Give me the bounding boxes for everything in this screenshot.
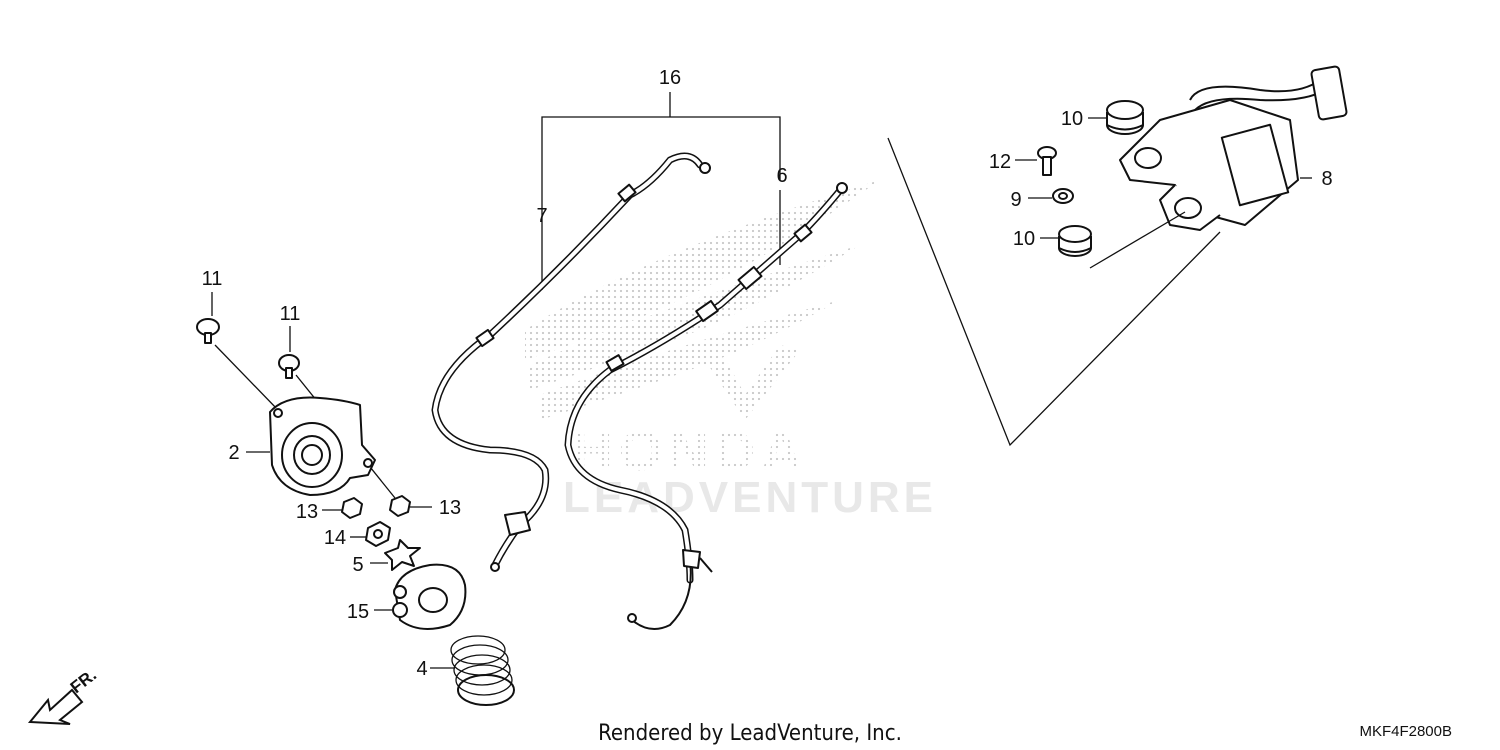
callout-7: 7: [536, 205, 547, 227]
callout-2: 2: [228, 442, 239, 464]
throttle-cable-7: [431, 152, 711, 572]
callout-10a: 10: [1061, 108, 1083, 130]
pulley-cover-2: [269, 396, 376, 496]
nut-13a: [341, 497, 363, 519]
callout-11a: 11: [202, 268, 223, 290]
diagram-code: MKF4F2800B: [1359, 723, 1452, 740]
callout-11b: 11: [280, 303, 301, 325]
grommet-10b: [1058, 225, 1092, 257]
callout-16: 16: [659, 67, 681, 89]
callout-5: 5: [352, 554, 363, 576]
callout-8: 8: [1321, 168, 1332, 190]
leader-11a-to-2: [214, 344, 279, 411]
bolt-11b: [278, 354, 300, 379]
leader-6-to-8: [887, 137, 1221, 447]
lock-washer-5: [384, 539, 421, 571]
callout-6: 6: [776, 165, 787, 187]
bolt-11a: [196, 318, 220, 344]
throttle-actuator-8: [1119, 65, 1348, 231]
callout-13b: 13: [439, 497, 461, 519]
watermark-brand: HONDA: [572, 419, 807, 482]
nut-13b: [389, 495, 411, 517]
bolt-12: [1037, 146, 1057, 176]
render-credit: Rendered by LeadVenture, Inc.: [598, 721, 902, 746]
nut-14: [365, 521, 391, 547]
watermark-vendor: LEADVENTURE: [563, 473, 937, 522]
callout-15: 15: [347, 601, 369, 623]
grommet-10a: [1106, 100, 1144, 135]
callout-13a: 13: [296, 501, 318, 523]
assembly-bracket: [541, 116, 781, 232]
honda-wing-watermark: HONDA LEADVENTURE: [525, 180, 937, 522]
leader-grommet-to-8: [1089, 211, 1186, 269]
pulley-15: [392, 563, 467, 630]
return-spring-4: [450, 635, 515, 706]
throttle-cable-6: [564, 182, 848, 630]
callout-9: 9: [1010, 189, 1021, 211]
callout-10b: 10: [1013, 228, 1035, 250]
callout-12: 12: [989, 151, 1011, 173]
front-direction-arrow: FR.: [27, 665, 100, 725]
callout-4: 4: [416, 658, 427, 680]
washer-9: [1052, 188, 1074, 204]
callout-14: 14: [324, 527, 346, 549]
